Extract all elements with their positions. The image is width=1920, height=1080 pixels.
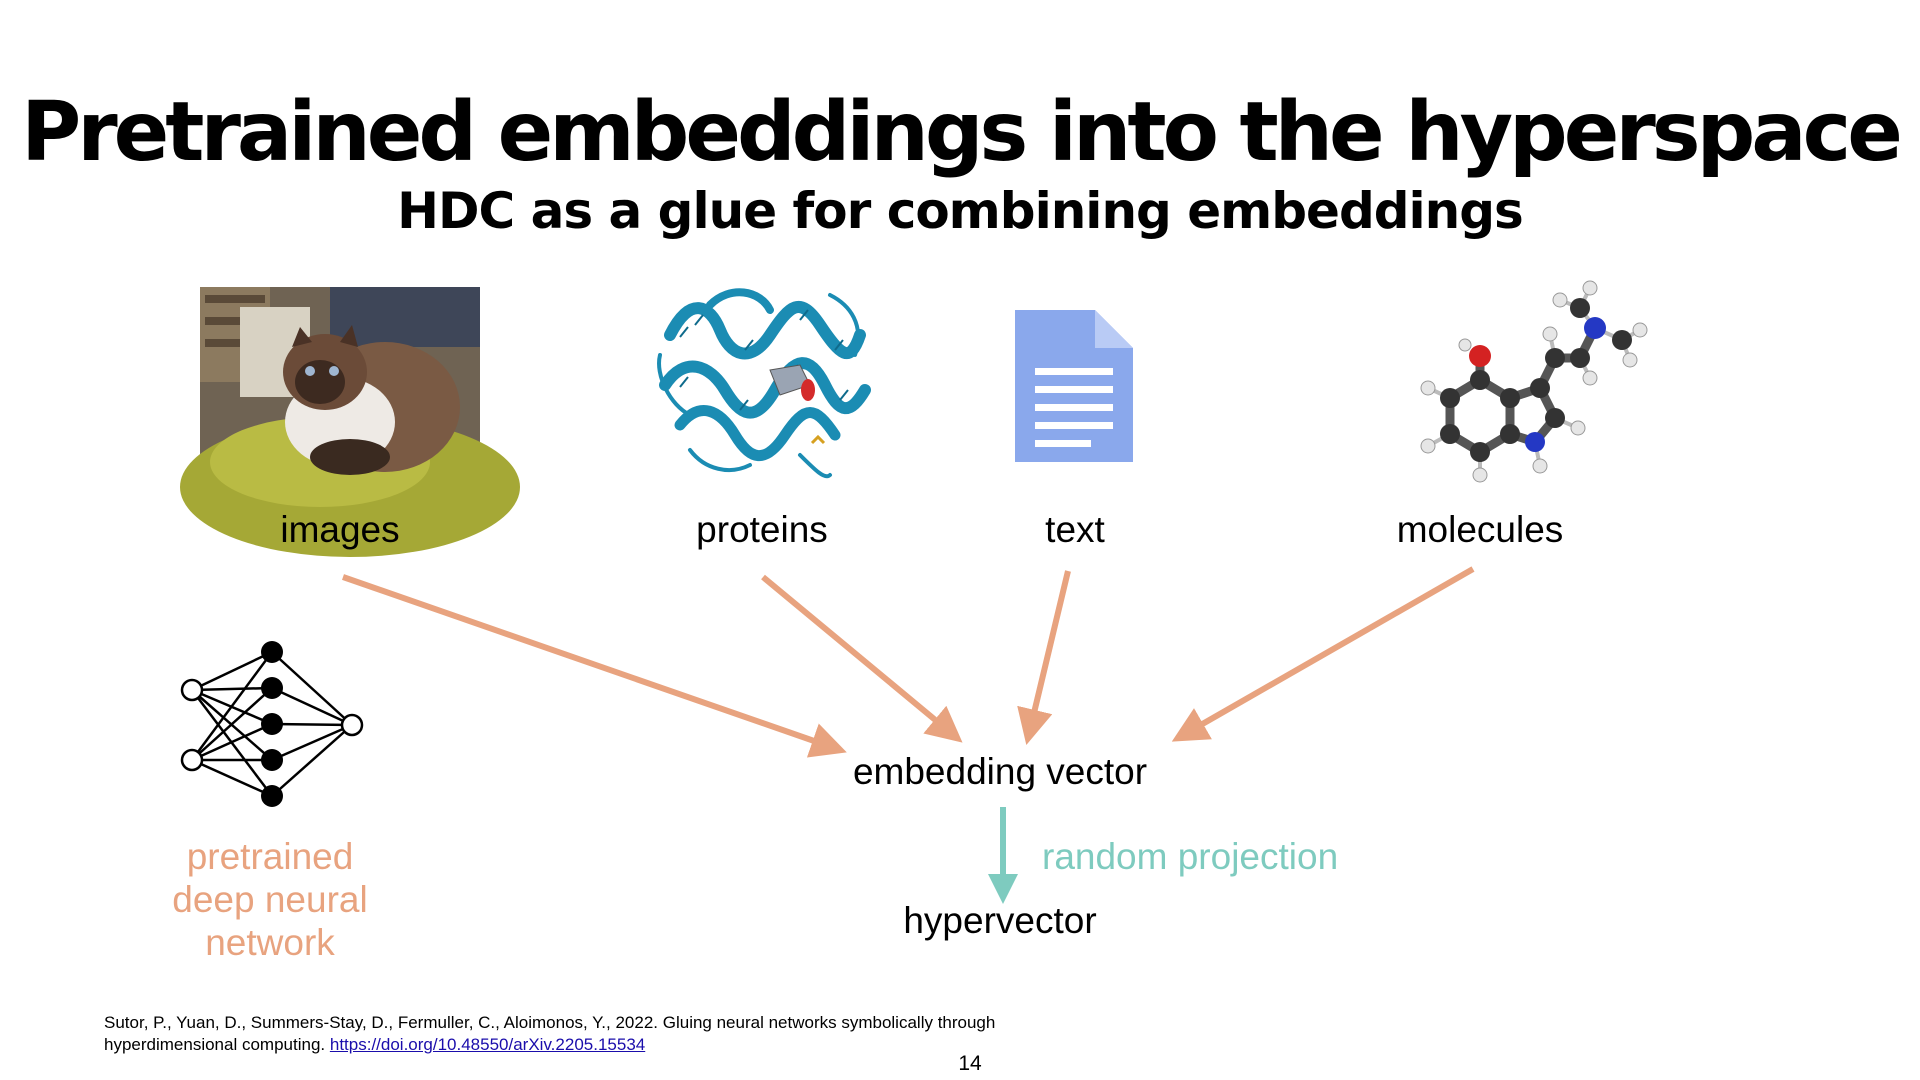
embedding-vector-label: embedding vector xyxy=(800,753,1200,790)
citation-text: hyperdimensional computing. xyxy=(104,1035,325,1054)
network-label-line3: network xyxy=(150,924,390,961)
proteins-arrow xyxy=(763,577,957,738)
network-label-line2: deep neural xyxy=(150,881,390,918)
text-arrow xyxy=(1028,571,1068,738)
citation-doi-link[interactable]: https://doi.org/10.48550/arXiv.2205.1553… xyxy=(330,1035,645,1054)
page-number: 14 xyxy=(940,1052,1000,1076)
images-arrow xyxy=(343,577,840,750)
hypervector-label: hypervector xyxy=(850,902,1150,939)
citation-line2: hyperdimensional computing. https://doi.… xyxy=(104,1034,995,1056)
citation-line1: Sutor, P., Yuan, D., Summers-Stay, D., F… xyxy=(104,1012,995,1034)
molecules-arrow xyxy=(1178,569,1473,738)
random-projection-label: random projection xyxy=(1042,838,1338,875)
neural-network-icon xyxy=(180,640,365,810)
network-label-line1: pretrained xyxy=(150,838,390,875)
citation: Sutor, P., Yuan, D., Summers-Stay, D., F… xyxy=(104,1012,995,1056)
